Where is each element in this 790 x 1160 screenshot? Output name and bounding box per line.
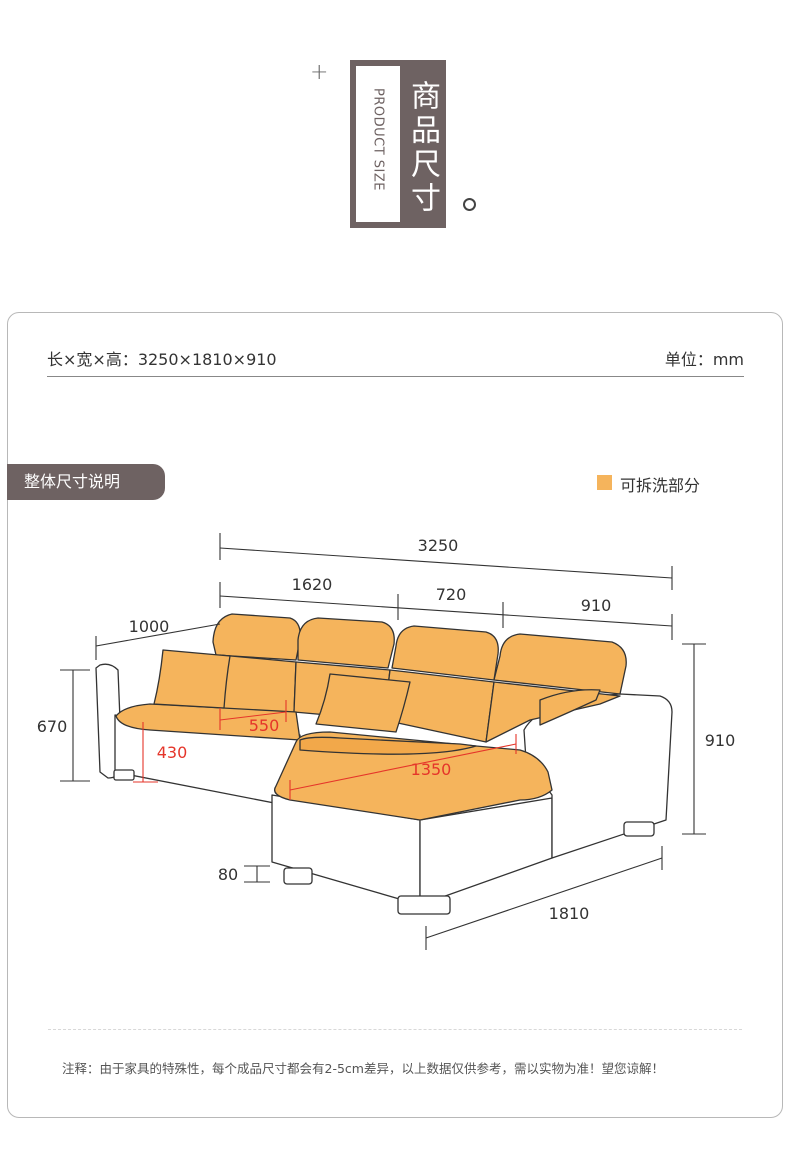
dimension-lines — [60, 533, 706, 950]
overall-dimensions: 长×宽×高：3250×1810×910 — [47, 350, 277, 369]
unit-label: 单位：mm — [664, 350, 744, 369]
label-total-height: 910 — [705, 731, 736, 750]
label-chaise-width: 1810 — [549, 904, 590, 923]
label-seg-1: 1620 — [292, 575, 333, 594]
header-divider — [47, 376, 744, 377]
section-tag: 整体尺寸说明 — [7, 464, 165, 500]
product-size-title-block: PRODUCT SIZE 商品尺寸 — [350, 60, 446, 228]
note-divider — [48, 1029, 742, 1030]
label-total-length: 3250 — [418, 536, 459, 555]
label-seat-depth: 550 — [249, 716, 280, 735]
seat-cushions — [115, 703, 553, 821]
label-chaise-length: 1350 — [411, 760, 452, 779]
disclaimer-note: 注释：由于家具的特殊性，每个成品尺寸都会有2-5cm差异，以上数据仅供参考，需以… — [62, 1061, 664, 1076]
size-card — [7, 312, 783, 1118]
sofa-legs — [113, 769, 655, 915]
title-chinese: 商品尺寸 — [405, 80, 440, 216]
throw-pillows — [153, 649, 601, 733]
label-arm-height: 670 — [37, 717, 68, 736]
label-seg-3: 910 — [581, 596, 612, 615]
back-cushions — [212, 613, 627, 743]
legend-swatch — [597, 475, 612, 490]
red-dimension-lines — [133, 700, 517, 800]
label-seg-2: 720 — [436, 585, 467, 604]
title-english: PRODUCT SIZE — [370, 88, 386, 191]
sofa-frame — [95, 663, 673, 906]
plus-mark: + — [310, 60, 329, 85]
label-leg-height: 80 — [218, 865, 238, 884]
legend-label: 可拆洗部分 — [620, 476, 701, 495]
title-inner-panel — [356, 66, 400, 222]
label-seat-height: 430 — [157, 743, 188, 762]
decorative-dot — [463, 198, 476, 211]
label-depth: 1000 — [129, 617, 170, 636]
